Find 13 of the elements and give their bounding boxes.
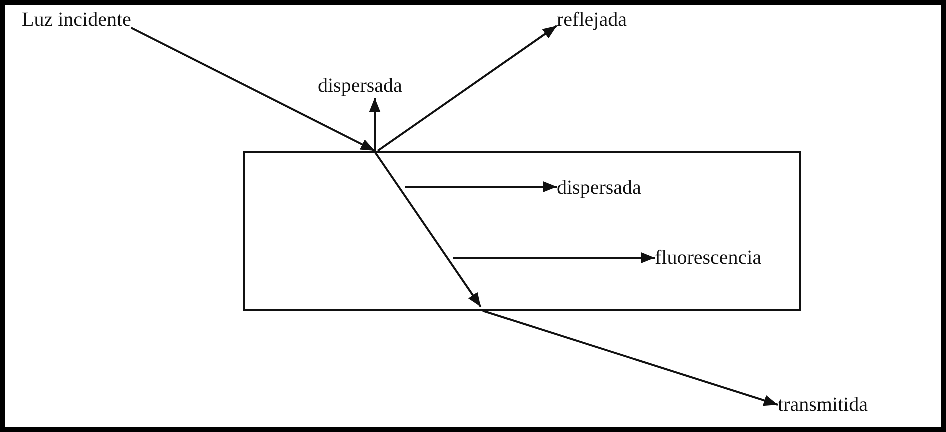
- ray-label: dispersada: [557, 176, 642, 200]
- ray-label: transmitida: [778, 393, 868, 417]
- arrow: [405, 181, 557, 193]
- ray-label: reflejada: [557, 8, 627, 32]
- ray-label: Luz incidente: [22, 8, 132, 32]
- ray-label: fluorescencia: [655, 246, 762, 270]
- arrow: [377, 25, 558, 152]
- arrow: [453, 252, 655, 264]
- arrow: [369, 98, 381, 151]
- arrow: [130, 27, 376, 152]
- material-slab: [243, 151, 801, 311]
- ray-label: dispersada: [318, 74, 402, 98]
- arrow: [482, 310, 778, 406]
